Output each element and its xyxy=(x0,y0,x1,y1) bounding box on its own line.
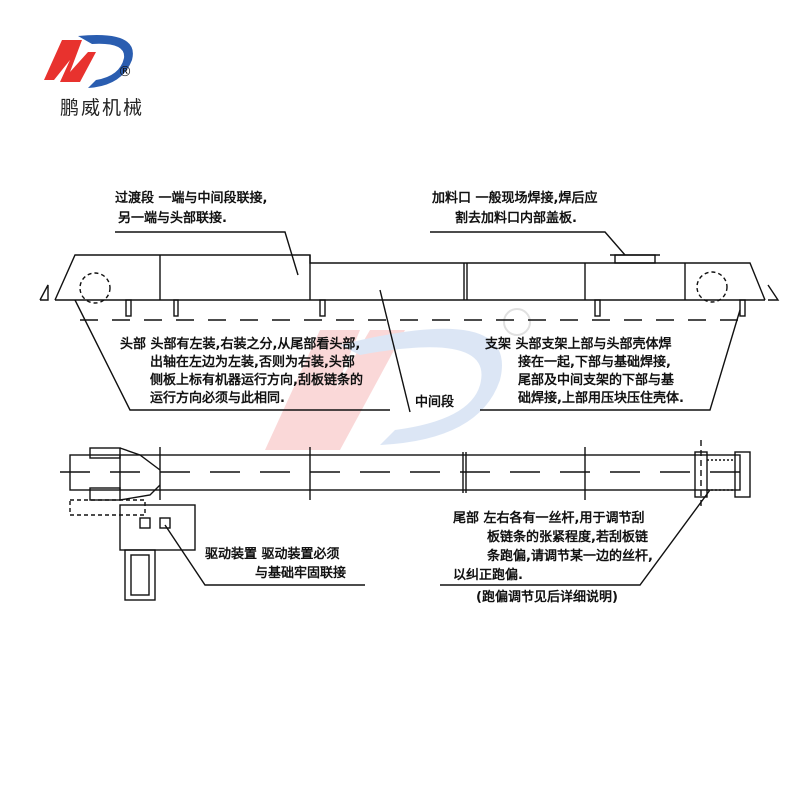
callout-support-line1: 支架 头部支架上部与头部壳体焊 xyxy=(485,337,672,352)
callout-feed-inlet-line2: 割去加料口内部盖板. xyxy=(455,211,577,226)
callout-middle-section: 中间段 xyxy=(415,395,455,410)
watermark-logo xyxy=(265,308,531,450)
callout-support-line2: 接在一起,下部与基础焊接, xyxy=(518,355,671,370)
callout-support-line4: 础焊接,上部用压块压住壳体. xyxy=(518,391,684,406)
callout-drive-line2: 与基础牢固联接 xyxy=(255,566,347,581)
brand-name: 鹏威机械 xyxy=(60,97,145,119)
callout-tail-line3: 条跑偏,请调节某一边的丝杆, xyxy=(487,549,653,564)
callout-tail-note: (跑偏调节见后详细说明) xyxy=(476,590,618,605)
callout-transition-line1: 过渡段 一端与中间段联接, xyxy=(115,191,268,206)
callout-head-line4: 运行方向必须与此相同. xyxy=(150,391,285,406)
lower-conveyor-plan-view xyxy=(60,440,751,601)
registered-mark: ® xyxy=(118,64,132,80)
callout-support-line3: 尾部及中间支架的下部与基 xyxy=(518,373,675,388)
callout-tail-line4: 以纠正跑偏. xyxy=(453,568,523,583)
callout-drive-line1: 驱动装置 驱动装置必须 xyxy=(205,547,340,562)
callout-feed-inlet-line1: 加料口 一般现场焊接,焊后应 xyxy=(432,191,598,206)
callout-head-line3: 侧板上标有机器运行方向,刮板链条的 xyxy=(150,373,363,388)
callout-transition-line2: 另一端与头部联接. xyxy=(118,211,227,226)
logo-icon xyxy=(44,35,133,88)
callout-tail-line1: 尾部 左右各有一丝杆,用于调节刮 xyxy=(453,511,645,526)
callout-tail-line2: 板链条的张紧程度,若刮板链 xyxy=(487,530,648,545)
upper-conveyor-side-view xyxy=(39,231,780,413)
callout-head-line1: 头部 头部有左装,右装之分,从尾部看头部, xyxy=(120,337,361,352)
callout-head-line2: 出轴在左边为左装,否则为右装,头部 xyxy=(150,355,355,370)
